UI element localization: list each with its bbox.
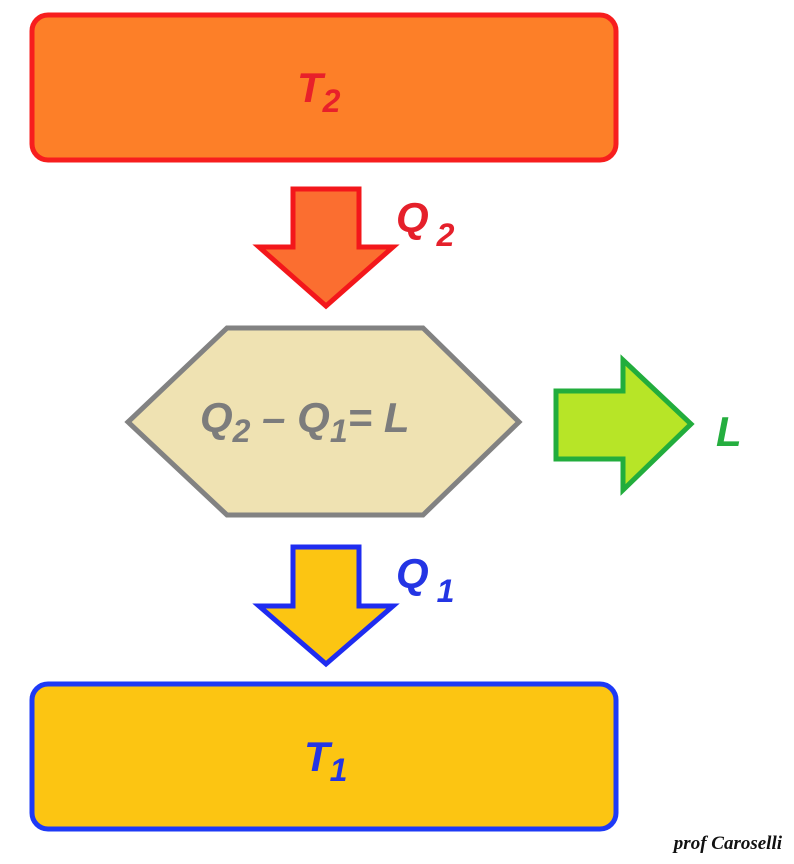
heat-in-arrow-border (252, 186, 400, 310)
engine-equals: = L (348, 394, 410, 441)
engine-q1-subscript: 1 (330, 413, 348, 449)
cold-reservoir: T1 (29, 681, 619, 832)
hot-reservoir: T2 (29, 12, 619, 163)
engine-hexagon-border (124, 325, 523, 518)
heat-in-symbol: Q (396, 194, 429, 242)
signature: prof Caroselli (672, 833, 783, 854)
work-out-label: L (716, 408, 742, 455)
heat-out-symbol: Q (396, 550, 429, 598)
engine-minus: – (250, 394, 297, 441)
cold-reservoir-symbol: T (304, 733, 333, 780)
hot-reservoir-box (32, 15, 616, 160)
engine-equation: Q2 – Q1= L (200, 394, 410, 449)
hot-reservoir-symbol: T (297, 64, 326, 111)
work-out-arrow-border (553, 354, 695, 496)
engine-q2-symbol: Q (200, 394, 233, 442)
cold-reservoir-box (32, 684, 616, 829)
heat-in-subscript: 2 (436, 217, 455, 253)
cold-reservoir-label: T1 (304, 733, 347, 788)
hot-reservoir-subscript: 2 (322, 83, 341, 119)
engine: Q2 – Q1= L (124, 325, 523, 518)
heat-out-subscript: 1 (437, 573, 455, 609)
engine-q2-subscript: 2 (232, 413, 251, 449)
hot-reservoir-label: T2 (297, 64, 341, 119)
heat-out-arrow-border (252, 544, 400, 668)
cold-reservoir-subscript: 1 (330, 752, 348, 788)
heat-in-arrow (259, 189, 393, 306)
work-out: L (553, 354, 742, 496)
engine-q1-symbol: Q (297, 394, 330, 442)
cold-reservoir-border (29, 681, 619, 832)
hot-reservoir-border (29, 12, 619, 163)
engine-hexagon (128, 328, 519, 515)
